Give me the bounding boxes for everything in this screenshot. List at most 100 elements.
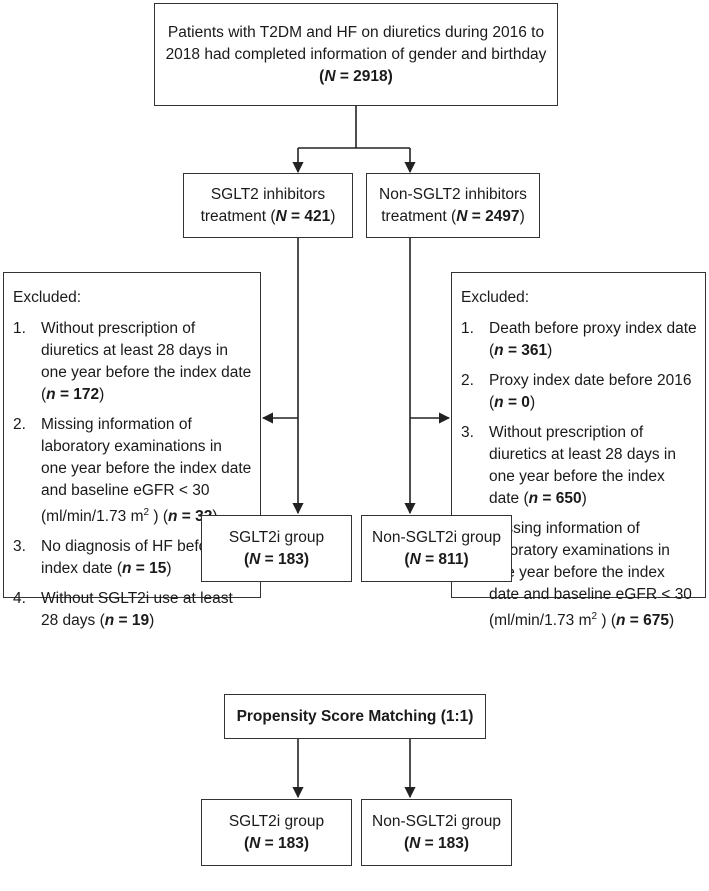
excluded-right-title: Excluded: bbox=[461, 289, 530, 306]
exclusion-count: n = 675 bbox=[616, 612, 669, 629]
exclusion-text: Without prescription of diuretics at lea… bbox=[489, 422, 697, 510]
group-count: (N = 183) bbox=[244, 833, 309, 855]
exclusion-item: 2. Proxy index date before 2016 (n = 0) bbox=[461, 370, 697, 414]
top-box-line2: 2018 had completed information of gender… bbox=[165, 45, 547, 63]
exclusion-text: Proxy index date before 2016 (n = 0) bbox=[489, 370, 697, 414]
n-symbol: n bbox=[494, 394, 504, 411]
exclusion-number: 2. bbox=[461, 372, 474, 389]
n-value: = 183 bbox=[260, 550, 304, 568]
close-paren: ) bbox=[303, 834, 310, 852]
exclusion-text: Without prescription of diuretics at lea… bbox=[41, 318, 252, 406]
n-symbol: n bbox=[46, 386, 56, 403]
superscript: 2 bbox=[143, 507, 150, 518]
close-paren: ) bbox=[463, 550, 469, 568]
exclusion-description: Without SGLT2i use at least 28 days ( bbox=[41, 590, 233, 630]
non-sglt2-treatment-box: Non-SGLT2 inhibitors treatment (N = 2497… bbox=[366, 173, 540, 238]
sglt2-treatment-line2: treatment (N = 421) bbox=[201, 206, 336, 228]
open-paren: ( bbox=[243, 834, 250, 852]
non-sglt2-treatment-line1: Non-SGLT2 inhibitors bbox=[379, 185, 527, 203]
group-label: SGLT2i group bbox=[228, 812, 325, 830]
top-box-count: (N = 2918) bbox=[319, 67, 393, 85]
exclusion-description: Without prescription of diuretics at lea… bbox=[489, 424, 676, 507]
excluded-left-list: 1. Without prescription of diuretics at l… bbox=[13, 318, 252, 632]
n-value: = 15 bbox=[131, 560, 167, 578]
sglt2i-group-pre-box: SGLT2i group (N = 183) bbox=[201, 515, 352, 582]
n-symbol: N bbox=[409, 834, 421, 852]
n-symbol: N bbox=[324, 67, 336, 85]
exclusion-description: No diagnosis of HF before index date ( bbox=[41, 538, 222, 578]
exclusion-number: 1. bbox=[461, 320, 474, 337]
exclusion-count: n = 361 bbox=[494, 342, 547, 359]
n-symbol: n bbox=[616, 612, 626, 630]
n-value: = 675 bbox=[625, 612, 669, 630]
exclusion-number: 3. bbox=[461, 424, 474, 441]
excluded-right-list: 1.Death before proxy index date (n = 361… bbox=[461, 318, 697, 632]
exclusion-count: n = 172 bbox=[46, 386, 99, 403]
exclusion-number: 2. bbox=[13, 416, 26, 433]
close-paren: ) bbox=[581, 490, 587, 507]
n-value: = 650 bbox=[538, 490, 582, 507]
close-paren: ) bbox=[99, 386, 105, 403]
exclusion-count: n = 0 bbox=[494, 394, 530, 411]
n-value: = 172 bbox=[55, 386, 100, 403]
exclusion-number: 1. bbox=[13, 320, 26, 337]
treatment-prefix: treatment ( bbox=[381, 207, 457, 225]
non-sglt2i-group-post-box: Non-SGLT2i group (N = 183) bbox=[361, 799, 512, 866]
close-paren: ) bbox=[166, 560, 172, 578]
superscript: 2 bbox=[591, 611, 598, 622]
treatment-prefix: treatment ( bbox=[200, 207, 276, 225]
n-symbol: N bbox=[456, 207, 468, 225]
group-count: (N = 183) bbox=[244, 549, 309, 571]
exclusion-text: Missing information of laboratory examin… bbox=[41, 414, 252, 528]
exclusion-text: Without SGLT2i use at least 28 days (n =… bbox=[41, 588, 252, 632]
open-paren: ( bbox=[404, 550, 410, 568]
excluded-left-title: Excluded: bbox=[13, 289, 82, 306]
non-sglt2-treatment-line2: treatment (N = 2497) bbox=[381, 206, 524, 228]
top-population-box: Patients with T2DM and HF on diuretics d… bbox=[154, 3, 558, 106]
n-value: = 19 bbox=[114, 612, 150, 630]
close-paren: ) bbox=[547, 342, 553, 359]
non-sglt2i-group-pre-box: Non-SGLT2i group (N = 811) bbox=[361, 515, 512, 582]
sglt2-treatment-box: SGLT2 inhibitors treatment (N = 421) bbox=[183, 173, 353, 238]
exclusion-count: n = 650 bbox=[529, 490, 582, 507]
exclusion-number: 4. bbox=[13, 590, 26, 608]
exclusion-description: Proxy index date before 2016 ( bbox=[489, 372, 692, 411]
exclusion-item: 1. Without prescription of diuretics at l… bbox=[13, 318, 252, 406]
open-paren: ( bbox=[403, 834, 410, 852]
group-label: Non-SGLT2i group bbox=[372, 812, 501, 830]
exclusion-item: 2. Missing information of laboratory exam… bbox=[13, 414, 252, 528]
exclusion-number: 3. bbox=[13, 538, 26, 556]
exclusion-description: Missing information of laboratory examin… bbox=[41, 416, 252, 526]
close-paren: ) bbox=[529, 394, 536, 411]
n-symbol: N bbox=[249, 834, 261, 852]
psm-label: Propensity Score Matching (1:1) bbox=[236, 707, 474, 725]
propensity-score-matching-box: Propensity Score Matching (1:1) bbox=[224, 694, 486, 739]
close-paren: ) bbox=[669, 612, 675, 630]
n-symbol: n bbox=[528, 490, 539, 507]
close-paren: ) bbox=[463, 834, 470, 852]
exclusion-count: n = 15 bbox=[122, 560, 166, 577]
close-paren: ) bbox=[303, 550, 310, 568]
excluded-right-box: Excluded: 1. Death before proxy index dat… bbox=[451, 272, 706, 629]
n-symbol: n bbox=[168, 508, 178, 526]
exclusion-text: No diagnosis of HF before index date (n … bbox=[41, 536, 252, 580]
sglt2i-group-post-box: SGLT2i group (N = 183) bbox=[201, 799, 352, 866]
exclusion-item: 3. Without prescription of diuretics at l… bbox=[461, 422, 697, 510]
open-paren: ( bbox=[243, 550, 250, 568]
n-symbol: N bbox=[275, 207, 287, 225]
n-symbol: N bbox=[409, 550, 421, 568]
group-label: SGLT2i group bbox=[228, 528, 325, 546]
exclusion-description: Death before proxy index date ( bbox=[489, 320, 697, 359]
exclusion-description-tail: ) ( bbox=[149, 508, 168, 526]
exclusion-item: 4. Without SGLT2i use at least 28 days (n… bbox=[13, 588, 252, 632]
group-label: Non-SGLT2i group bbox=[372, 528, 501, 546]
n-symbol: n bbox=[104, 612, 115, 630]
group-count: (N = 811) bbox=[404, 549, 468, 571]
n-value: = 361 bbox=[503, 342, 548, 359]
exclusion-description: Without prescription of diuretics at lea… bbox=[41, 320, 252, 403]
close-paren: ) bbox=[149, 612, 155, 630]
n-value: = 2918 bbox=[335, 67, 388, 85]
close-paren: ) bbox=[330, 207, 336, 225]
n-value: = 183 bbox=[260, 834, 304, 852]
